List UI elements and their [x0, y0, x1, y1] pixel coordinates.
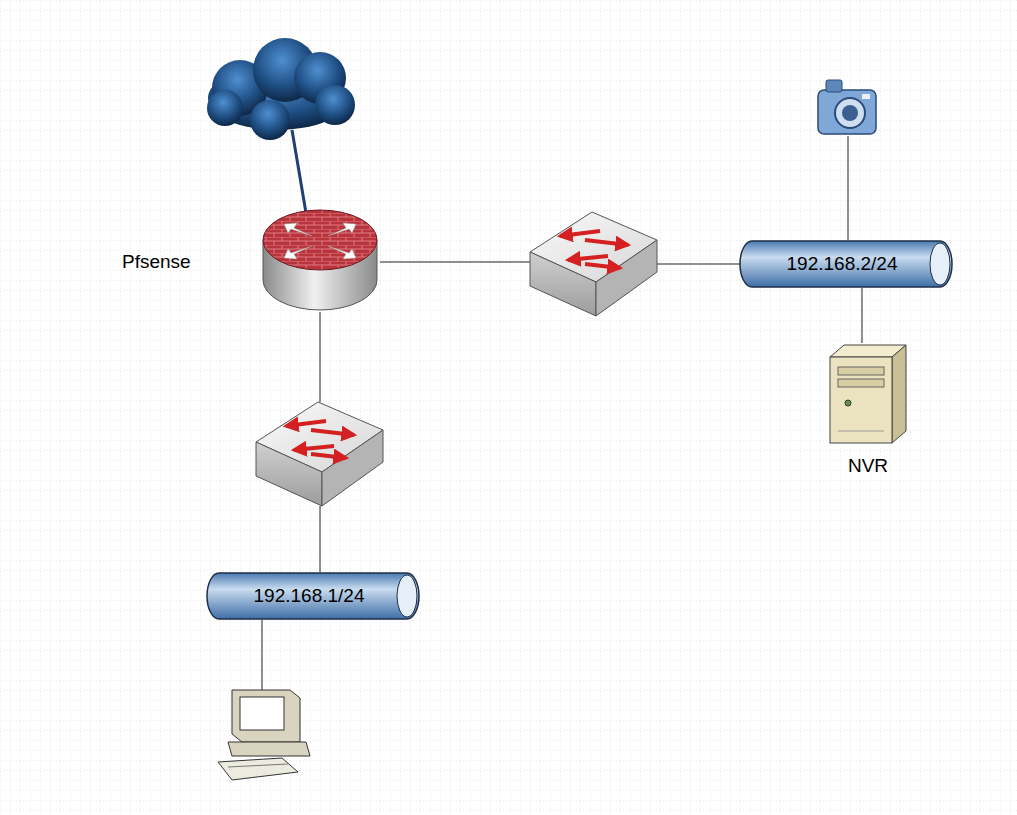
server-shape [845, 400, 851, 406]
internet-cloud [315, 85, 355, 125]
device-label: NVR [826, 343, 910, 477]
server-shape [826, 343, 910, 448]
network-segment: 192.168.1/24 [207, 572, 419, 620]
router-shape [328, 246, 356, 259]
network-segment: 192.168.2/24 [740, 240, 952, 288]
camera-icon [826, 80, 842, 92]
internet-cloud [250, 100, 290, 140]
pipe-shape [930, 243, 950, 285]
network-switch [256, 402, 383, 506]
network-switch [530, 212, 657, 316]
server-shape [838, 367, 884, 375]
router-shape [328, 223, 356, 236]
network-wire [657, 264, 742, 265]
router-shape [284, 246, 312, 259]
server-shape [838, 431, 884, 432]
network-wire [292, 130, 306, 213]
internet-cloud [207, 38, 355, 140]
computer-icon [232, 690, 300, 742]
network-wire [848, 136, 849, 240]
pipe-shape [740, 241, 952, 287]
computer-icon [218, 758, 298, 780]
internet-cloud [207, 90, 243, 126]
camera-icon [842, 105, 858, 121]
router-shape [284, 223, 312, 236]
network-switch [530, 212, 657, 316]
network-wire [320, 506, 321, 572]
server-shape [830, 357, 892, 443]
subnet-label: 192.168.1/24 [207, 572, 419, 620]
network-switch [256, 402, 383, 506]
router-shape [262, 205, 382, 315]
computer-icon [218, 690, 310, 780]
server-box: NVR [826, 343, 910, 481]
router-shape [263, 210, 377, 270]
network-link [862, 288, 863, 343]
subnet-label: 192.168.2/24 [740, 240, 952, 288]
network-wire [380, 262, 530, 263]
computer-icon [240, 697, 284, 730]
pipe-shape [397, 575, 417, 617]
camera-icon [818, 90, 876, 134]
network-wire [320, 312, 321, 402]
pipe-shape [207, 573, 419, 619]
firewall-router: Pfsense [262, 205, 382, 315]
computer-icon [228, 742, 310, 756]
network-wire [262, 620, 263, 690]
camera-icon [818, 80, 876, 134]
device-label: Pfsense [122, 251, 191, 273]
server-shape [892, 345, 906, 443]
server-shape [838, 379, 884, 387]
computer-icon [228, 764, 288, 767]
camera-icon [835, 98, 865, 128]
camera-icon [862, 94, 870, 99]
